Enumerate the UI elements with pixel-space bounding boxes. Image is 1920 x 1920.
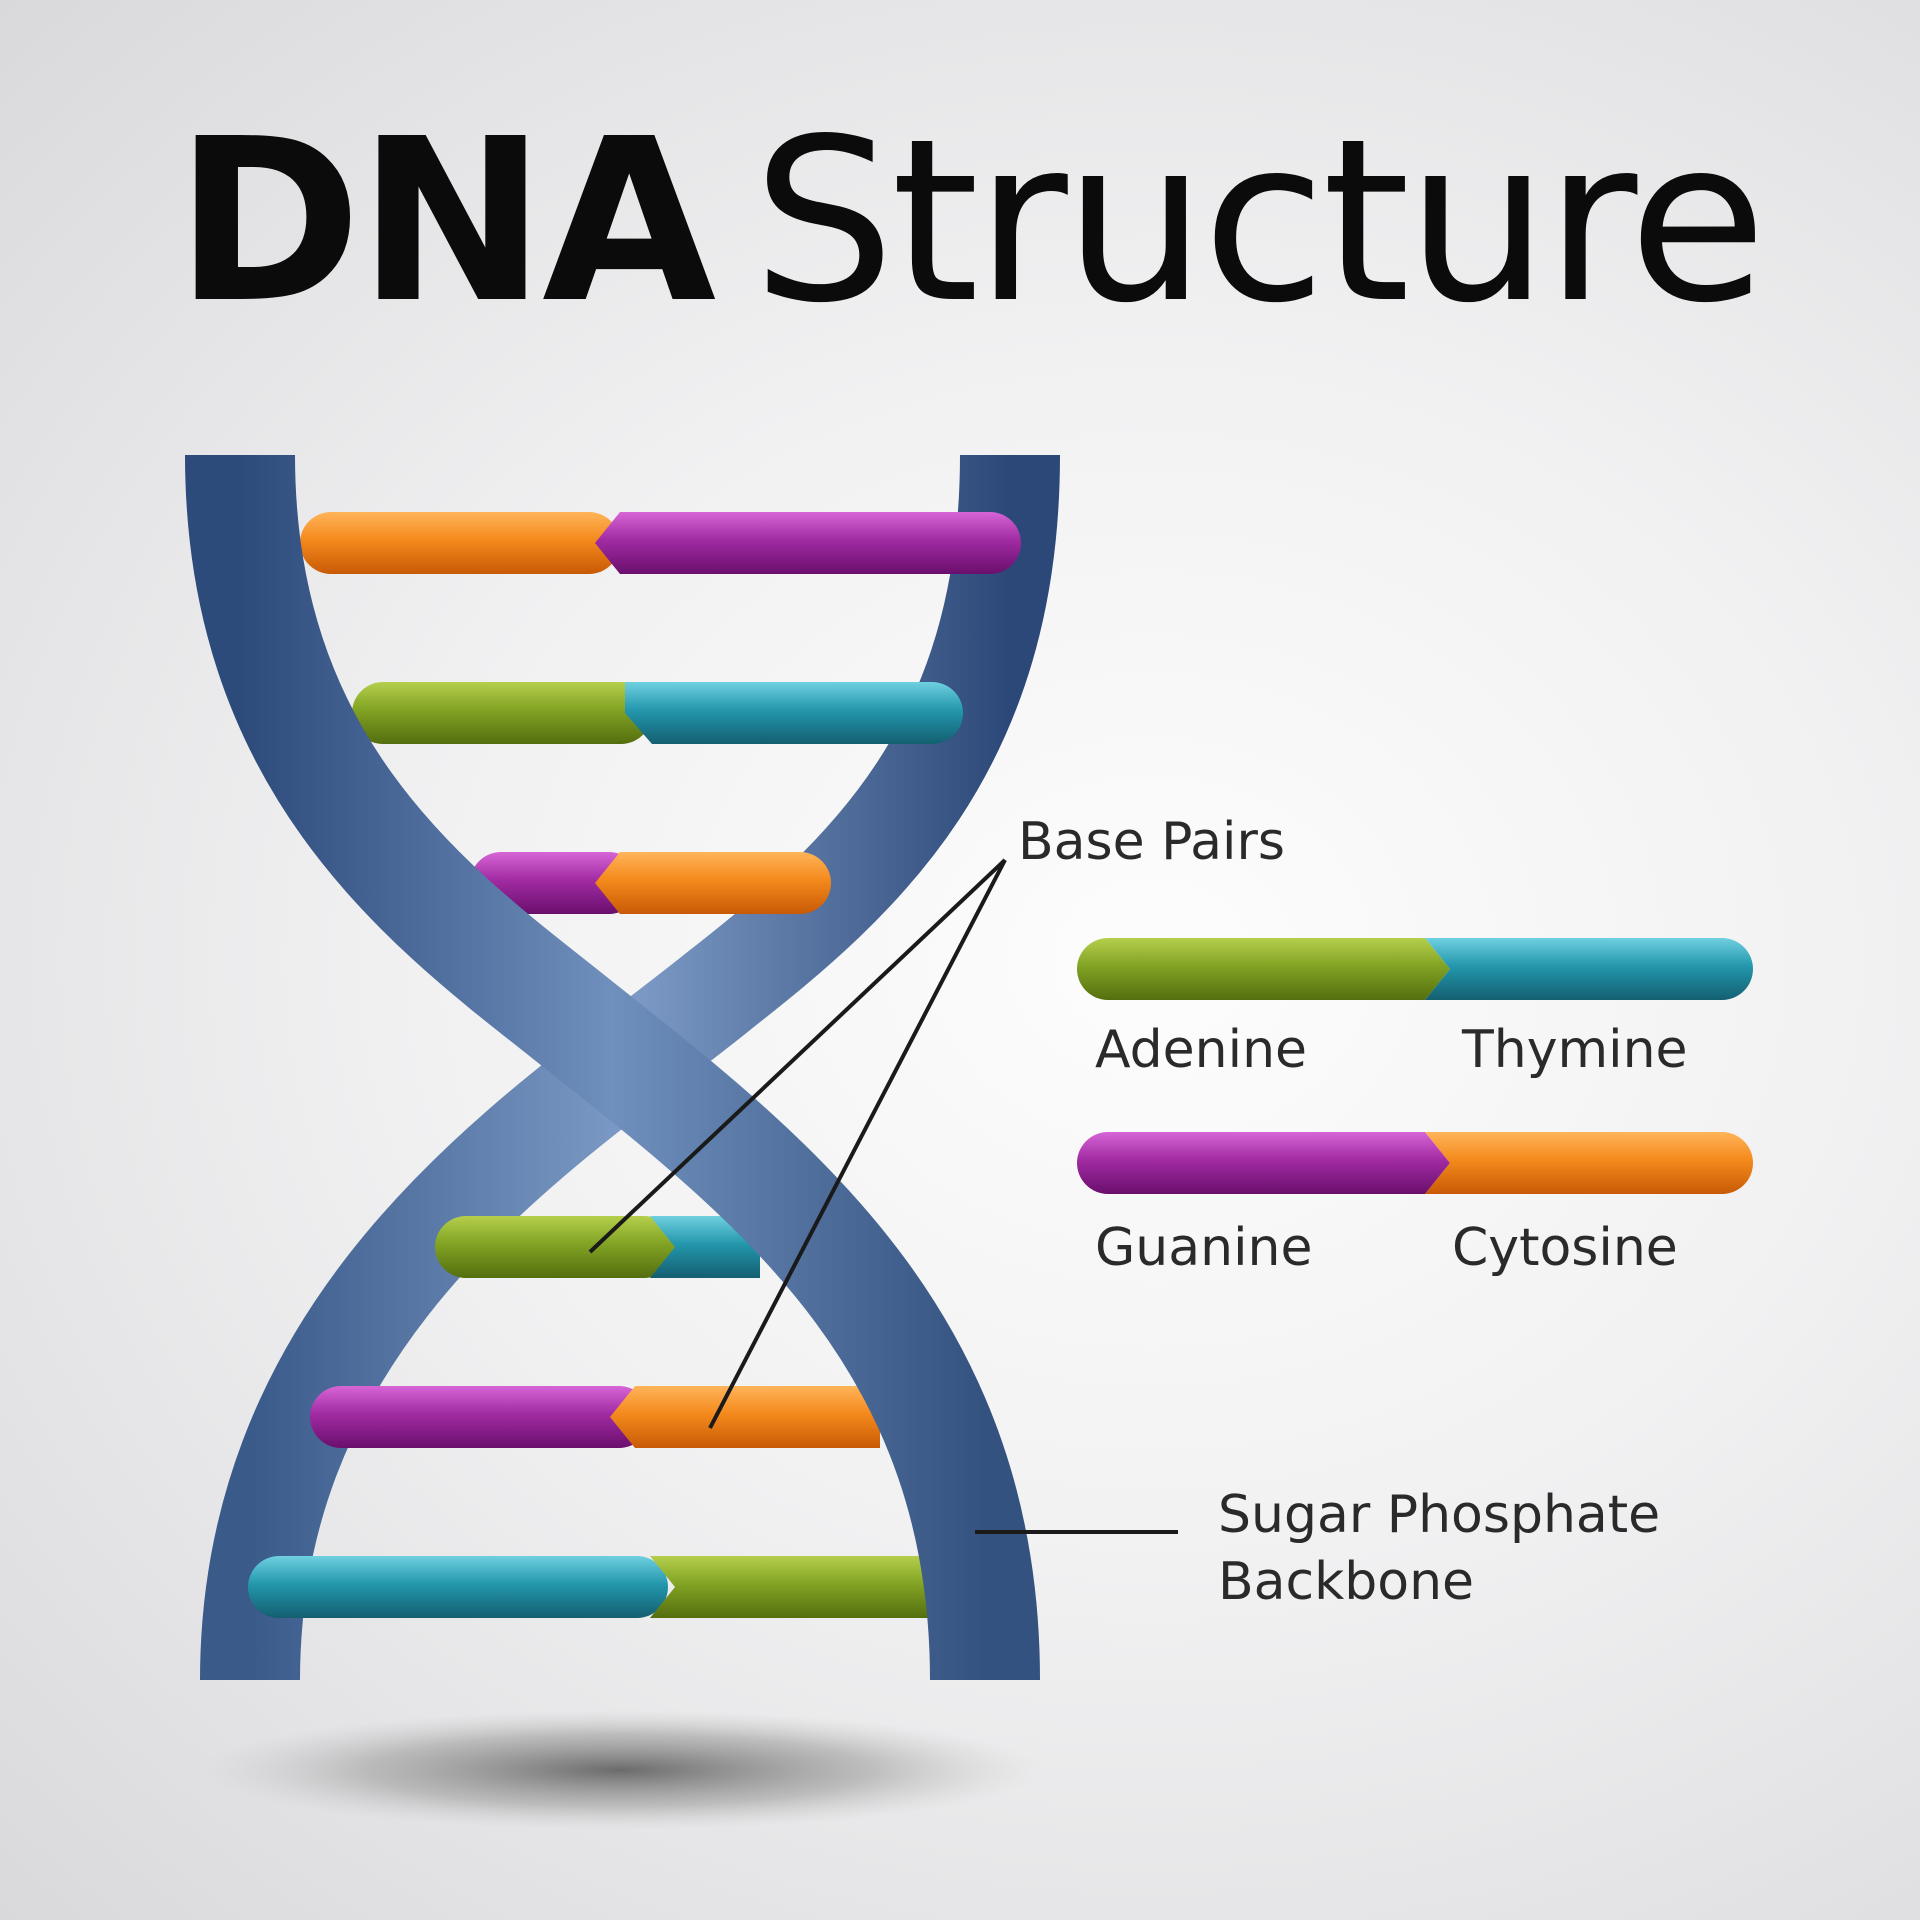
legend-bar-at	[1077, 938, 1753, 1000]
title-dna: DNA	[175, 91, 716, 353]
base-pair-4	[435, 1216, 760, 1278]
callout-backbone-line1: Sugar Phosphate	[1218, 1485, 1661, 1545]
base-pairs-pointer-2	[708, 859, 1007, 1429]
base-pair-1	[300, 512, 1021, 574]
legend-label-thymine: Thymine	[1462, 1020, 1688, 1080]
callout-backbone-line2: Backbone	[1218, 1552, 1475, 1612]
base-pair-5	[310, 1386, 880, 1448]
legend-label-guanine: Guanine	[1095, 1218, 1313, 1278]
backbone-strand-front	[185, 454, 1040, 1681]
legend-label-cytosine: Cytosine	[1452, 1218, 1678, 1278]
title-structure: Structure	[752, 91, 1767, 353]
legend-bar-gc	[1077, 1132, 1753, 1194]
callout-base-pairs: Base Pairs	[1018, 812, 1285, 872]
base-pair-2	[352, 682, 963, 744]
legend-label-adenine: Adenine	[1095, 1020, 1308, 1080]
base-pair-6	[248, 1556, 935, 1618]
drop-shadow	[200, 1710, 1040, 1830]
base-pairs-pointer-1	[588, 858, 1007, 1254]
base-pair-3	[470, 852, 831, 914]
callout-lines	[588, 858, 1178, 1534]
